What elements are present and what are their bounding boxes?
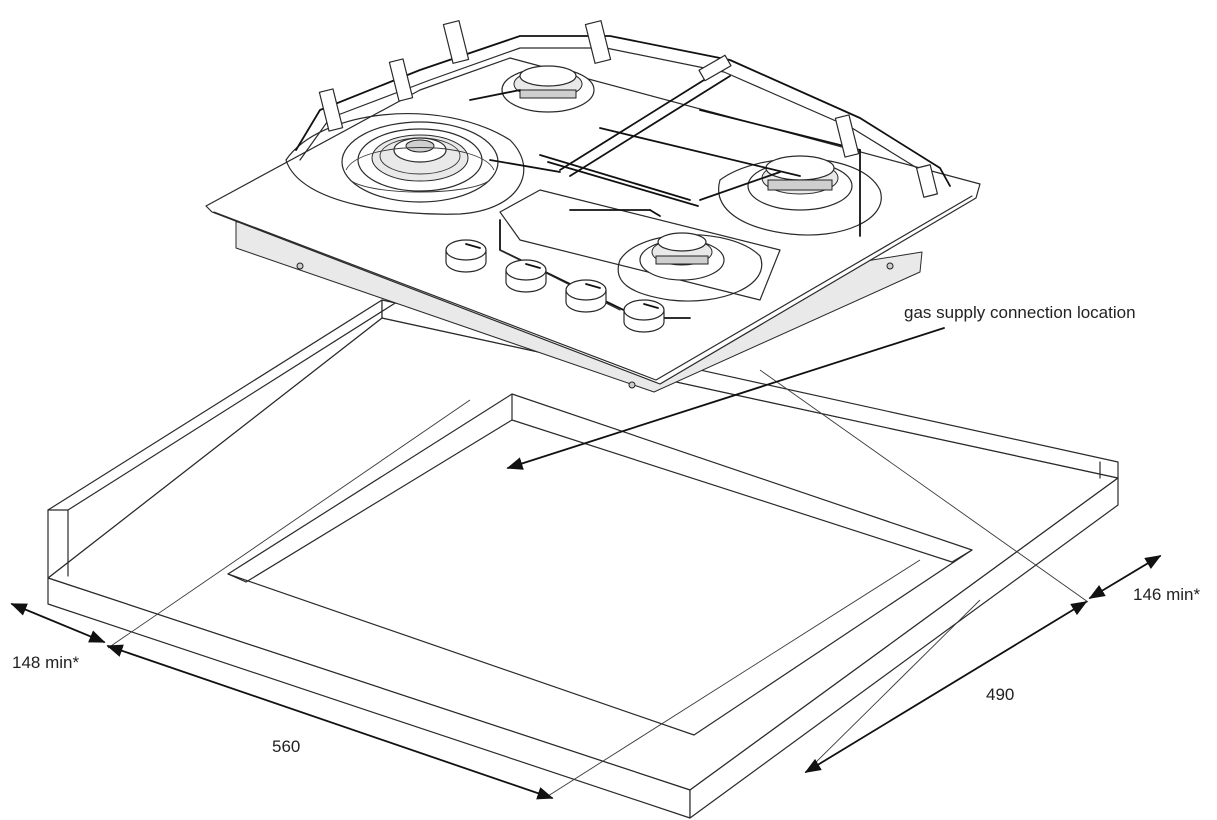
dim-146-line [1088,555,1162,599]
dim-depth-label: 490 [986,685,1014,704]
knob-4 [623,299,665,333]
hob-top-plate [205,57,981,385]
rear-burner [501,65,595,113]
dimension-lines [10,555,1162,800]
dim-width-label: 560 [272,737,300,756]
pan-supports [295,20,951,319]
dim-560-line [106,644,554,800]
left-burner-basin [285,113,525,215]
gas-supply-callout [506,327,945,470]
countertop [47,299,1119,819]
gas-supply-leader-arrow [506,327,945,470]
dim-right-min-label: 146 min* [1133,585,1200,604]
knob-1 [445,239,487,273]
knob-3 [565,279,607,313]
dim-490-line [804,601,1088,773]
gas-supply-label: gas supply connection location [904,303,1136,322]
dim-left-min-label: 148 min* [12,653,79,672]
knob-2 [505,259,547,293]
control-knobs [445,239,665,333]
dim-148-line [10,603,106,643]
wok-burner [341,121,499,203]
gas-hob [205,20,981,393]
front-burner [639,232,725,281]
